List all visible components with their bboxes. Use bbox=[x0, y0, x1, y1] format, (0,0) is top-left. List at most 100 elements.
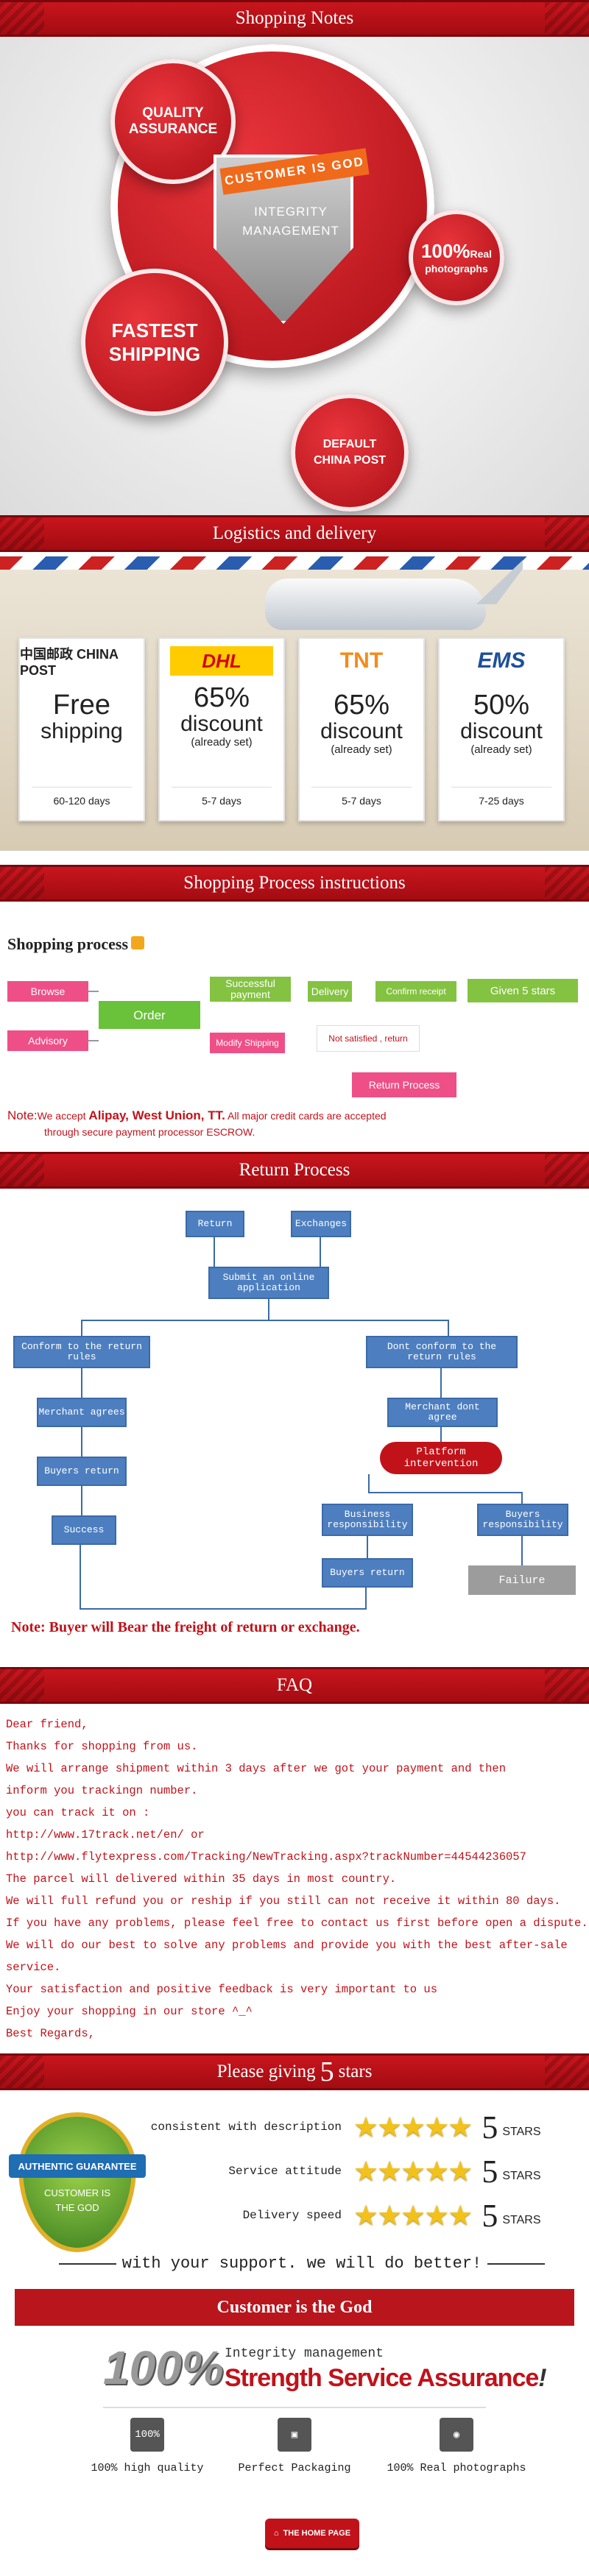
real-word: Real bbox=[470, 247, 493, 260]
faq-line: We will do our best to solve any problem… bbox=[6, 1939, 568, 1952]
banner-title: Logistics and delivery bbox=[212, 523, 377, 543]
rating-num: 5 bbox=[482, 2197, 498, 2234]
success-box: Success bbox=[52, 1515, 116, 1545]
banner-title: Shopping Notes bbox=[235, 8, 354, 28]
buyers-responsibility-box: Buyers responsibility bbox=[477, 1504, 568, 1536]
faq-line: The parcel will delivered within 35 days… bbox=[6, 1872, 397, 1886]
connector bbox=[368, 1474, 370, 1493]
faq-line: Thanks for shopping from us. bbox=[6, 1740, 198, 1753]
carrier-logo-text: EMS bbox=[477, 648, 526, 673]
carrier-line2: discount bbox=[460, 719, 543, 743]
merchant-dont-agree-box: Merchant dont agree bbox=[387, 1398, 498, 1427]
carrier-line3: (already set) bbox=[470, 743, 532, 756]
connector bbox=[80, 1545, 81, 1610]
given-stars-step: Given 5 stars bbox=[468, 979, 578, 1002]
default-text: DEFAULT CHINA POST bbox=[313, 438, 387, 467]
connector bbox=[81, 1320, 449, 1321]
badge-text: CUSTOMER IS THE GOD bbox=[43, 2187, 111, 2213]
connector bbox=[440, 1368, 442, 1398]
connector bbox=[448, 1320, 449, 1336]
note-post: All major credit cards are accepted bbox=[225, 1110, 387, 1122]
faq-line: Dear friend, bbox=[6, 1718, 88, 1731]
return-box: Return bbox=[186, 1211, 244, 1237]
carrier-line1: 50% bbox=[473, 690, 530, 721]
feature-quality: 100%100% high quality bbox=[74, 2418, 221, 2474]
connector bbox=[214, 1237, 215, 1267]
feature-label: 100% Real photographs bbox=[387, 2462, 526, 2474]
rating-stars-icon: ★★★★★ bbox=[353, 2200, 473, 2232]
carrier-logo-text: DHL bbox=[202, 649, 241, 672]
carrier-logo-text: 中国邮政 CHINA POST bbox=[20, 646, 119, 678]
carrier-line2: discount bbox=[180, 712, 263, 736]
connector bbox=[365, 1588, 367, 1610]
advisory-step: Advisory bbox=[7, 1030, 88, 1051]
logistics-section: 中国邮政 CHINA POST Free shipping 60-120 day… bbox=[0, 556, 589, 851]
buyers-return-box: Buyers return bbox=[37, 1457, 127, 1486]
faq-line: http://www.flytexpress.com/Tracking/NewT… bbox=[6, 1850, 526, 1864]
note-bold: Alipay, West Union, TT. bbox=[88, 1108, 225, 1122]
arrow bbox=[88, 991, 99, 992]
buyers-return-box-2: Buyers return bbox=[322, 1558, 413, 1588]
home-page-label: THE HOME PAGE bbox=[283, 2529, 351, 2538]
home-page-button[interactable]: ⌂ THE HOME PAGE bbox=[265, 2519, 359, 2548]
process-heading-text: Shopping process bbox=[7, 935, 129, 953]
carrier-card-ems: EMS 50% discount (already set) 7-25 days bbox=[438, 637, 565, 821]
platform-intervention-box: Platform intervention bbox=[380, 1442, 502, 1474]
assurance-100: 100% bbox=[103, 2341, 224, 2394]
delivery-step: Delivery bbox=[308, 981, 352, 1002]
return-section: Return Exchanges Submit an online applic… bbox=[0, 1189, 589, 1660]
payment-step: Successful payment bbox=[210, 977, 291, 1002]
connector bbox=[368, 1492, 523, 1493]
logistics-banner: Logistics and delivery bbox=[0, 515, 589, 552]
rating-num: 5 bbox=[482, 2153, 498, 2190]
failure-box: Failure bbox=[468, 1565, 576, 1595]
connector bbox=[81, 1427, 82, 1457]
airplane-icon bbox=[265, 578, 486, 630]
carrier-line1: Free bbox=[52, 690, 111, 721]
shopping-notes-banner: Shopping Notes bbox=[0, 0, 589, 37]
god-banner: Customer is the God bbox=[15, 2289, 574, 2326]
stars-banner: Please giving 5 stars bbox=[0, 2053, 589, 2090]
carrier-days: 5-7 days bbox=[311, 787, 412, 807]
stars-banner-num: 5 bbox=[320, 2056, 334, 2087]
support-line: with your support. we will do better! bbox=[59, 2254, 546, 2273]
faq-line: http://www.17track.net/en/ or bbox=[6, 1828, 205, 1841]
divider bbox=[59, 2262, 116, 2265]
divider bbox=[487, 2262, 546, 2265]
carrier-line2: discount bbox=[320, 719, 403, 743]
carrier-line3: (already set) bbox=[331, 743, 392, 756]
connector bbox=[440, 1427, 442, 1442]
home-icon: ⌂ bbox=[273, 2529, 279, 2538]
rating-num: 5 bbox=[482, 2109, 498, 2145]
feature-photos: ◉100% Real photographs bbox=[383, 2418, 530, 2474]
carrier-line3: (already set) bbox=[191, 736, 253, 749]
feature-label: Perfect Packaging bbox=[238, 2462, 351, 2474]
carrier-card-tnt: TNT 65% discount (already set) 5-7 days bbox=[298, 637, 425, 821]
faq-line: Best Regards, bbox=[6, 2027, 95, 2040]
integrity-text: INTEGRITY MANAGEMENT bbox=[242, 205, 339, 238]
fastest-text: FASTEST SHIPPING bbox=[108, 319, 201, 365]
strength-text: Strength Service Assurance bbox=[225, 2364, 539, 2392]
integrity-management: Integrity management bbox=[225, 2346, 384, 2361]
stars-banner-prefix: Please giving bbox=[216, 2062, 316, 2081]
submit-box: Submit an online application bbox=[208, 1267, 329, 1299]
faq-line: Enjoy your shopping in our store ^_^ bbox=[6, 2005, 253, 2018]
ems-logo: EMS bbox=[440, 639, 563, 683]
assurance-section: 100% Integrity management Strength Servi… bbox=[0, 2333, 589, 2576]
quality-text: QUALITY ASSURANCE bbox=[128, 105, 218, 137]
rating-word: STARS bbox=[502, 2126, 541, 2138]
browse-step: Browse bbox=[7, 981, 88, 1002]
connector bbox=[521, 1492, 523, 1504]
merchant-agrees-box: Merchant agrees bbox=[37, 1398, 127, 1427]
tnt-logo: TNT bbox=[300, 639, 423, 683]
conform-box: Conform to the return rules bbox=[13, 1336, 150, 1368]
carrier-line1: 65% bbox=[193, 682, 250, 713]
feature-packaging: ▣Perfect Packaging bbox=[221, 2418, 368, 2474]
carrier-days: 60-120 days bbox=[32, 787, 132, 807]
rating-label: consistent with description bbox=[150, 2120, 342, 2134]
stars-banner-suffix: stars bbox=[338, 2062, 373, 2081]
banner-title: FAQ bbox=[276, 1675, 313, 1695]
